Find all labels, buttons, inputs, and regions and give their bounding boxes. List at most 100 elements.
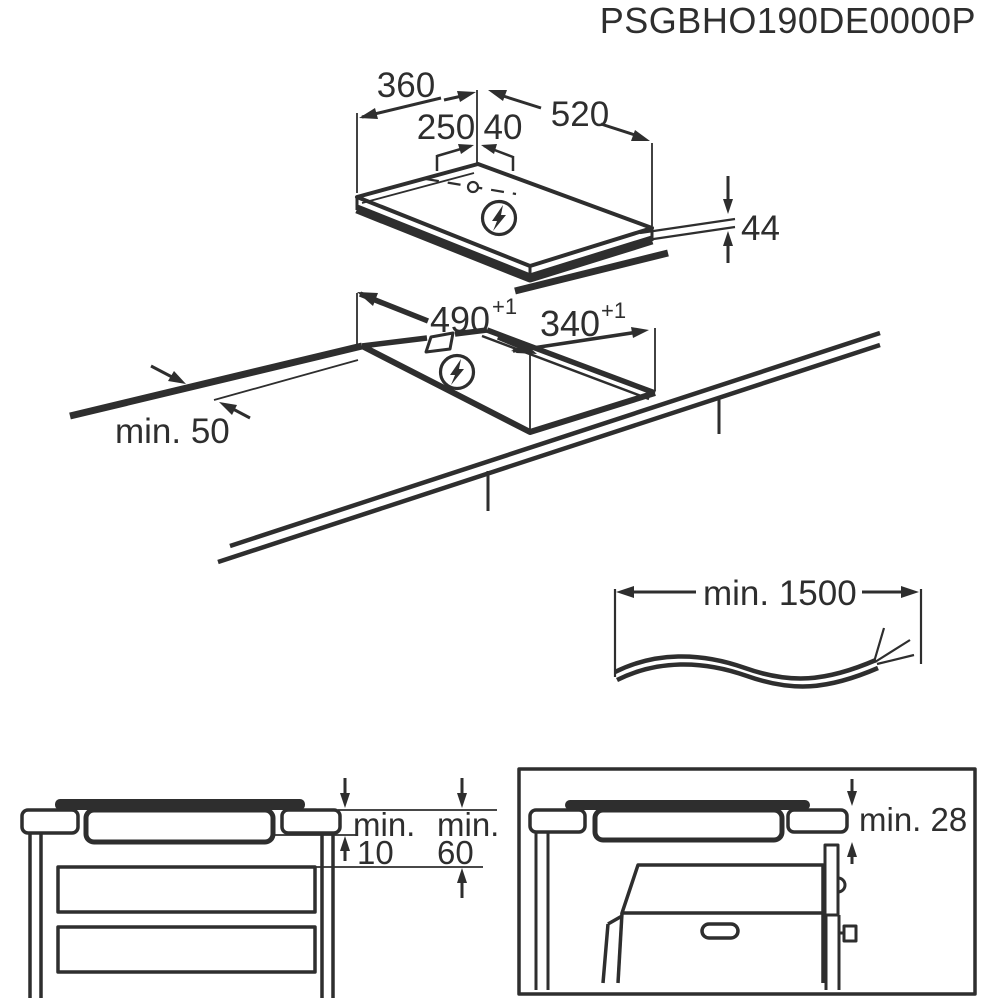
oven-installation-view: min. 28 [517, 767, 977, 996]
power-connection-icon [438, 353, 476, 391]
dimension-520: 520 [488, 90, 653, 226]
dimension-340: 340 +1 [511, 298, 656, 391]
dimension-min-50: min. 50 [115, 359, 359, 451]
worktop-right [786, 808, 849, 834]
gland-circle [466, 180, 480, 194]
arrowhead-down [723, 199, 733, 214]
fixing-knob [842, 924, 858, 943]
dim-tolerance-340: +1 [601, 298, 626, 323]
hob-glass [55, 799, 305, 810]
cutout-right-edge [486, 327, 656, 396]
dimension-250-40: 250 40 [417, 108, 523, 171]
arrowhead-up [847, 842, 857, 857]
dimension-line [600, 122, 639, 138]
arrow-shaft [150, 364, 173, 379]
oven-side-sliver [601, 914, 623, 984]
oven-handle [700, 922, 740, 940]
arrowhead-right [901, 586, 919, 598]
dimension-360: 360 [356, 66, 476, 193]
arrowhead [168, 371, 186, 384]
value-60: 60 [437, 834, 474, 871]
dim-label-250: 250 [417, 108, 475, 147]
arrowhead-down [457, 793, 467, 808]
cable-line-upper [613, 654, 877, 681]
extension-lines [639, 217, 736, 243]
panel-lower [824, 915, 841, 990]
dimension-line [512, 330, 639, 353]
drawer-installation-view: min. 10 min. 60 [20, 778, 499, 998]
panel-upper [823, 843, 840, 917]
mains-cable [613, 627, 915, 689]
arrowhead [488, 90, 507, 101]
ticks [435, 155, 515, 171]
dim-tolerance-490: +1 [492, 294, 517, 319]
arrowhead-down [847, 791, 857, 806]
worktop-front-edge [217, 330, 881, 565]
hinge-bump [837, 876, 847, 894]
dimension-min-60: min. 60 [437, 778, 499, 898]
arrowhead-up [723, 231, 733, 246]
arrowhead [481, 144, 497, 154]
worktop-left [20, 808, 80, 835]
cabinet-legs [28, 833, 335, 998]
dim-label-min50: min. 50 [115, 412, 230, 451]
label-min-2: min. [437, 806, 499, 843]
arrowhead-down [340, 793, 350, 808]
value-10: 10 [357, 834, 394, 871]
dimension-min-10: min. 10 [340, 778, 415, 871]
label-min-1: min. [353, 806, 415, 843]
worktop-cutout-view: min. 50 490 +1 340 +1 [69, 291, 881, 565]
dim-label-44: 44 [741, 209, 780, 248]
hob-housing [83, 807, 276, 845]
power-connection-icon [480, 199, 518, 237]
arrowhead [457, 91, 476, 102]
arrowhead [631, 130, 650, 141]
dim-label-min28: min. 28 [859, 801, 967, 838]
mains-cable-view: min. 1500 [613, 574, 923, 689]
drawer-upper [56, 865, 317, 914]
worktop-right [280, 808, 342, 835]
arrowhead [359, 108, 378, 119]
dim-label-340: 340 [540, 303, 600, 344]
hob-housing [592, 807, 785, 843]
dim-label-min1500: min. 1500 [703, 574, 857, 613]
cabinet-right-panel [823, 843, 858, 990]
dimension-44: 44 [639, 176, 780, 263]
junction-box-notch [424, 331, 455, 354]
glass-edge-line [361, 172, 475, 204]
cutout-front-edges [360, 343, 656, 435]
arrowhead-up [457, 868, 467, 883]
dim-label-520: 520 [551, 95, 609, 134]
edge-ticks [486, 396, 721, 511]
cabinet-legs [534, 832, 550, 990]
worktop-rear-edge-segment [514, 249, 669, 295]
arrowhead [631, 327, 649, 338]
product-code: PSGBHO190DE0000P [600, 0, 976, 41]
extension-line [213, 359, 359, 401]
worktop-left [528, 808, 587, 834]
dimension-line [499, 93, 542, 110]
arrow-shaft [232, 407, 251, 420]
oven-top [620, 863, 825, 915]
cutout-inner-edge [481, 334, 650, 401]
hob-isometric-view: 360 250 40 520 [355, 66, 780, 295]
dim-label-360: 360 [377, 66, 435, 105]
cutout-rear-edge [361, 327, 488, 349]
drawer-lower [56, 925, 317, 974]
dimension-min-28: min. 28 [847, 779, 967, 864]
dim-label-490: 490 [430, 299, 490, 340]
oven [601, 863, 825, 984]
arrowhead-left [616, 586, 634, 598]
dim-label-40: 40 [484, 108, 523, 147]
oven-front-left-edge [616, 912, 624, 984]
dimension-line [358, 291, 430, 324]
arrowhead [219, 402, 237, 415]
arrowhead-up [340, 836, 350, 851]
front-edge-upper [229, 330, 881, 549]
front-edge-lower [217, 342, 881, 565]
dimension-490: 490 +1 [356, 291, 537, 430]
cable-gland-marking [425, 177, 517, 196]
cutout-opening [360, 327, 656, 435]
